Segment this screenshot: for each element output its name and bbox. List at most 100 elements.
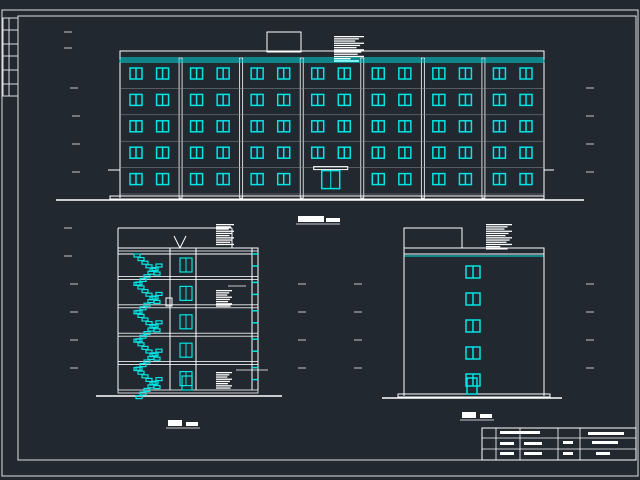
note-line xyxy=(216,230,234,232)
window xyxy=(189,172,204,186)
note-line xyxy=(334,49,364,51)
title-text-bar xyxy=(500,452,514,455)
window xyxy=(465,373,481,387)
note-line xyxy=(334,44,361,47)
stair-step xyxy=(133,367,141,372)
note-line xyxy=(334,36,364,38)
window xyxy=(189,93,204,107)
note-line xyxy=(216,378,232,380)
note-line xyxy=(486,230,512,232)
side-door xyxy=(466,377,478,395)
note-line xyxy=(216,224,234,226)
front-label-mark xyxy=(298,216,324,222)
note-line xyxy=(486,248,508,250)
stair-step xyxy=(151,380,159,385)
note-line xyxy=(334,53,358,55)
stair-step xyxy=(145,377,153,382)
side-elevation xyxy=(382,224,562,421)
window xyxy=(492,93,507,107)
stair-step xyxy=(153,356,161,361)
note-line xyxy=(486,226,508,228)
stair-step xyxy=(153,385,161,390)
window xyxy=(371,120,386,133)
pilaster xyxy=(420,57,425,199)
plinth xyxy=(109,195,545,200)
title-block-frame xyxy=(481,427,637,461)
window xyxy=(458,172,473,186)
window xyxy=(432,146,446,159)
window xyxy=(216,172,230,186)
dimension-marks xyxy=(64,31,594,369)
floor-slab xyxy=(117,304,259,309)
note-line xyxy=(216,243,234,246)
window xyxy=(129,67,143,80)
stair-flight xyxy=(133,367,163,400)
window xyxy=(492,146,507,159)
note-line xyxy=(216,226,231,228)
window xyxy=(189,146,204,159)
pilaster xyxy=(178,57,183,199)
note-line xyxy=(486,246,501,248)
stair-step xyxy=(141,374,149,379)
window xyxy=(337,93,352,107)
pilaster xyxy=(481,57,486,199)
window xyxy=(276,146,291,159)
front-scale-mark xyxy=(326,218,340,222)
title-text-bar xyxy=(563,452,573,455)
stair-step xyxy=(153,299,161,304)
window xyxy=(155,120,170,133)
window xyxy=(432,67,446,80)
window xyxy=(216,120,230,133)
window xyxy=(519,93,533,107)
stair-flight xyxy=(133,253,163,286)
note-line xyxy=(486,243,512,246)
stair-step xyxy=(151,323,159,328)
note-line xyxy=(486,224,512,226)
floor-slab xyxy=(117,361,259,366)
window xyxy=(155,146,170,159)
annotation-note xyxy=(334,36,364,62)
window xyxy=(519,172,533,186)
note-line xyxy=(216,237,234,239)
note-line xyxy=(216,383,228,385)
window xyxy=(492,172,507,186)
window xyxy=(310,120,325,133)
side-label-mark xyxy=(462,412,476,418)
window xyxy=(519,67,533,80)
window xyxy=(458,146,473,159)
window xyxy=(129,146,143,159)
note-line xyxy=(216,292,230,294)
stair-step xyxy=(139,306,147,311)
window xyxy=(189,67,204,80)
note-line xyxy=(486,241,507,243)
stair-step xyxy=(145,349,153,354)
title-text-bar xyxy=(500,431,540,434)
stair-step xyxy=(141,345,149,350)
window xyxy=(432,172,446,186)
window xyxy=(458,93,473,107)
note-line xyxy=(486,239,510,241)
window xyxy=(432,120,446,133)
stair-step xyxy=(137,257,145,262)
pilaster xyxy=(299,57,304,199)
window xyxy=(371,67,386,80)
title-text-bar xyxy=(596,452,610,455)
window xyxy=(216,93,230,107)
window xyxy=(155,93,170,107)
stair-step xyxy=(155,377,163,382)
window xyxy=(519,146,533,159)
stair-step xyxy=(139,363,147,368)
window xyxy=(276,67,291,80)
binding-strip xyxy=(2,17,19,97)
roof-stair-housing xyxy=(266,31,302,53)
window xyxy=(337,67,352,80)
window xyxy=(250,67,264,80)
annotation-note xyxy=(216,224,234,246)
window xyxy=(310,67,325,80)
note-line xyxy=(486,228,505,230)
note-line xyxy=(216,376,228,378)
stair-step xyxy=(149,324,157,329)
stair-step xyxy=(153,271,161,276)
stair-step xyxy=(155,320,163,325)
